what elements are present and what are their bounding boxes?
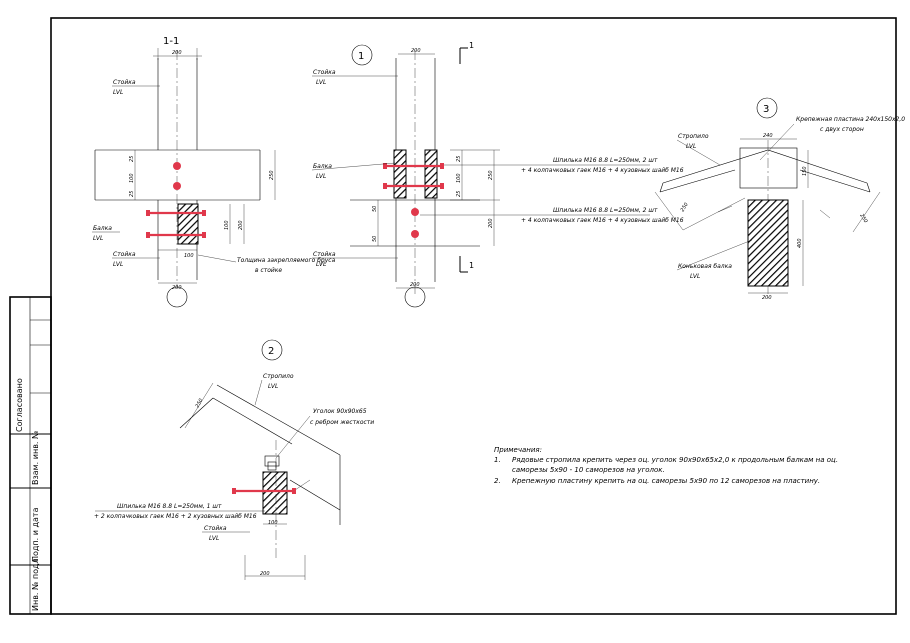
dim-200-right: 200	[238, 220, 244, 230]
d1-label-balka: Балка	[313, 163, 332, 170]
d2-label-stropilo: Стропило	[263, 373, 294, 380]
dim-d3-200: 200	[762, 295, 772, 301]
label-lvl-2: LVL	[93, 235, 103, 242]
stamp-soglasovano: Согласовано	[15, 378, 24, 432]
dim-100b: 100	[224, 220, 230, 230]
dim-100-bottom: 100	[184, 253, 194, 259]
d3-label-ridge: Коньковая балка	[678, 263, 732, 270]
detail-1: 1 200 1 1 25 100 25 250	[311, 41, 684, 308]
label-balka: Балка	[93, 225, 112, 232]
d1-label-stoika-bottom: Стойка	[313, 251, 336, 258]
section-1-1: 1-1 200 25 100 25 250 1	[92, 36, 336, 308]
label-lvl-3: LVL	[113, 261, 123, 268]
callout-3: 3	[763, 104, 769, 115]
beam-section-hatch	[177, 203, 199, 245]
dim-100a: 100	[129, 173, 135, 183]
note-2-num: 2.	[494, 477, 501, 485]
stamp-podp: Подп. и дата	[31, 507, 40, 562]
dim-d2-100: 100	[268, 520, 278, 526]
label-lvl-1: LVL	[113, 89, 123, 96]
dim-d3-250-right: 250	[858, 213, 868, 224]
d1-bolt-note-b1: Шпилька М16 8.8 L=250мм, 2 шт	[553, 207, 658, 214]
stamp-inv: Инв. № подл.	[31, 556, 40, 611]
d3-ridge-beam	[747, 199, 789, 287]
notes-title: Примечания:	[494, 446, 542, 454]
dim-d1-50b: 50	[372, 236, 378, 242]
label-thickness-2: в стойке	[255, 267, 282, 274]
d2-label-lvl-1: LVL	[268, 383, 278, 390]
label-stoika-bottom: Стойка	[113, 251, 136, 258]
dim-d1-100: 100	[456, 173, 462, 183]
dim-d1-250: 250	[488, 170, 494, 180]
section-mark-top: 1	[469, 41, 474, 50]
d1-beam-right	[424, 149, 438, 199]
dim-d3-150: 150	[802, 166, 808, 176]
d1-bolt-note-a2: + 4 колпачковых гаек М16 + 4 кузовных ша…	[521, 167, 684, 174]
label-thickness-1: Толщина закрепляемого бруса	[237, 257, 336, 264]
d3-label-lvl-2: LVL	[690, 273, 700, 280]
note-1-line-1: Рядовые стропила крепить через оц. уголо…	[512, 456, 838, 464]
stamp-vzam: Взам. инв. №	[31, 430, 40, 485]
d3-label-lvl-1: LVL	[686, 143, 696, 150]
d3-label-stropilo: Стропило	[678, 133, 709, 140]
detail-2: 2 250 100 200 Стропило LVL Уголок 90х90х…	[94, 339, 374, 580]
d1-label-lvl-3: LVL	[316, 261, 326, 268]
d1-label-lvl-1: LVL	[316, 79, 326, 86]
label-stoika-top: Стойка	[113, 79, 136, 86]
d2-label-stoika: Стойка	[204, 525, 227, 532]
dim-top-200: 200	[172, 50, 182, 56]
d2-label-angle-1: Уголок 90х90х65	[313, 408, 367, 415]
dim-200-bottom: 200	[172, 285, 182, 291]
section-label: 1-1	[163, 36, 179, 47]
d1-label-stoika-top: Стойка	[313, 69, 336, 76]
d1-label-lvl-2: LVL	[316, 173, 326, 180]
dim-d2-200: 200	[260, 571, 270, 577]
d2-label-angle-2: с ребром жесткости	[310, 419, 374, 426]
approval-stamp: Согласовано Взам. инв. № Подп. и дата Ин…	[9, 296, 52, 615]
d1-beam-left	[393, 149, 407, 199]
dim-d1-200-right: 200	[488, 218, 494, 228]
dim-d1-25a: 25	[456, 156, 462, 162]
d2-bolt-note-1: Шпилька М16 8.8 L=250мм, 1 шт	[117, 503, 222, 510]
dim-250: 250	[269, 170, 275, 180]
dim-d3-400: 400	[797, 238, 803, 248]
d1-bolt-note-a1: Шпилька М16 8.8 L=250мм, 2 шт	[553, 157, 658, 164]
d1-bolt-note-b2: + 4 колпачковых гаек М16 + 4 кузовных ша…	[521, 217, 684, 224]
d2-label-lvl-2: LVL	[209, 535, 219, 542]
dim-d1-25b: 25	[456, 191, 462, 197]
callout-1: 1	[358, 51, 364, 62]
dim-d1-50a: 50	[372, 206, 378, 212]
note-1-num: 1.	[494, 456, 501, 464]
section-mark-bottom: 1	[469, 261, 474, 270]
callout-2: 2	[268, 346, 274, 357]
detail-3: 3 240 150 400 200 250 250 Стропило LVL К…	[654, 97, 905, 301]
d2-bolt-note-2: + 2 колпачковых гаек М16 + 2 кузовных ша…	[94, 513, 257, 520]
notes: Примечания: 1. Рядовые стропила крепить …	[494, 446, 838, 485]
dim-d3-250-left: 250	[680, 202, 690, 213]
d3-label-plate-2: с двух сторон	[820, 126, 864, 133]
d2-beam	[262, 471, 288, 515]
note-1-line-2: саморезы 5х90 - 10 саморезов на уголок.	[512, 466, 665, 474]
dim-d3-240: 240	[763, 133, 773, 139]
dim-d1-200-bottom: 200	[410, 282, 420, 288]
note-2-line-1: Крепежную пластину крепить на оц. саморе…	[512, 477, 820, 485]
dim-25b: 25	[129, 191, 135, 197]
d3-plate	[739, 147, 798, 189]
d3-label-plate-1: Крепежная пластина 240х150х2,0	[796, 116, 905, 123]
dim-d2-250: 250	[195, 398, 205, 409]
dim-d1-200-top: 200	[411, 48, 421, 54]
dim-25a: 25	[129, 156, 135, 162]
